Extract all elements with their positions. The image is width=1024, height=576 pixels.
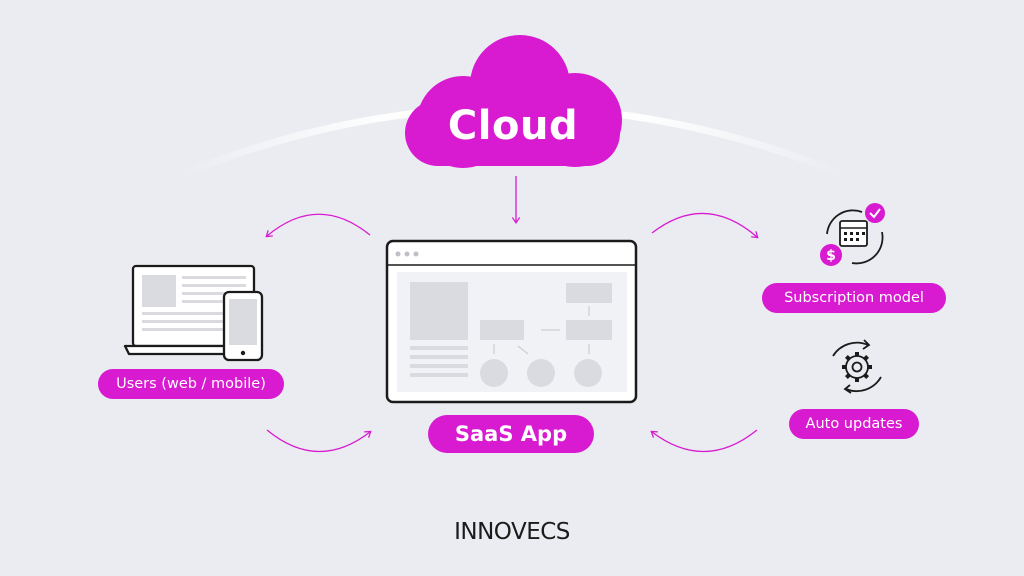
cloud-label: Cloud [447,103,579,149]
arrow-app-to-subscription [651,212,759,239]
cloud-icon [405,35,622,168]
arrow-app-to-users [265,213,371,238]
laptop-phone-icon [123,264,264,362]
app-window-icon [385,239,638,404]
subscription-calendar-dollar-icon: $ [820,203,885,266]
arrow-users-to-app [266,429,372,453]
users-label: Users (web / mobile) [98,369,284,399]
brand-logo: INNOVECS [454,519,570,545]
svg-text:$: $ [826,248,836,264]
arrow-updates-to-app [650,429,758,453]
subscription-model-label: Subscription model [762,283,946,313]
auto-updates-label: Auto updates [789,409,919,439]
flow-arrows [265,176,759,453]
gear-sync-icon [832,339,882,394]
saas-app-label: SaaS App [428,415,594,453]
